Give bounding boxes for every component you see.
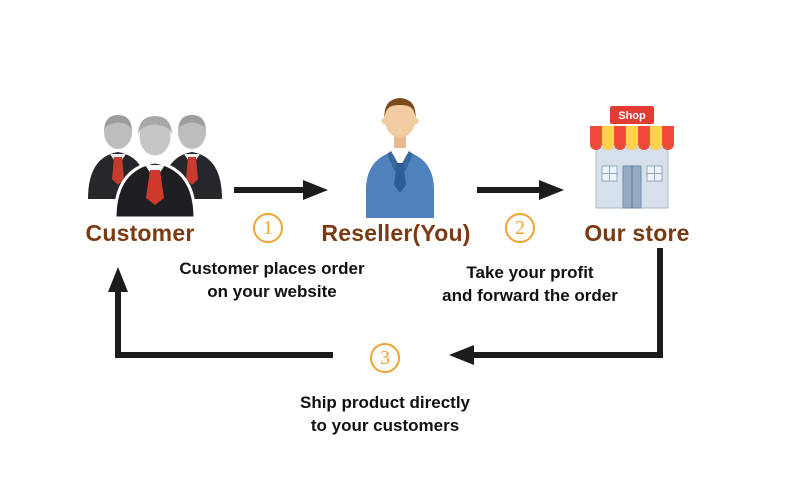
reseller-icon [355,90,445,223]
step1-number: 1 [253,213,283,243]
step2-caption: Take your profit and forward the order [420,262,640,308]
return-path-left-horizontal [115,352,333,358]
step2-caption-line1: Take your profit [466,263,594,282]
shop-sign [610,106,654,124]
return-path-left-vertical [115,291,121,358]
person-front-icon [113,113,197,220]
step3-caption-line2: to your customers [310,415,460,435]
step1-caption-line2: on your website [207,281,337,301]
customer-label: Customer [85,220,195,246]
reseller-label: Reseller(You) [321,220,471,246]
shop-sign-text: Shop [618,110,646,122]
step3-caption: Ship product directly to your customers [265,392,505,438]
step2-caption-line2: and forward the order [442,285,618,305]
arrow-step1-line [234,187,304,193]
arrow-step2-head [539,180,564,200]
person-back-left-icon [88,115,148,199]
return-path-right-horizontal [474,352,663,358]
step3-number: 3 [370,343,400,373]
customer-group-icon [80,95,230,225]
step2-number: 2 [505,213,535,243]
step1-caption: Customer places order on your website [157,258,387,304]
step1-caption-line1: Customer places order [179,259,365,278]
store-icon: Shop [583,106,681,219]
return-path-left-arrowhead [449,345,474,365]
awning [590,126,674,150]
return-path-up-arrowhead [108,267,128,292]
arrow-step1-head [303,180,328,200]
store-label: Our store [584,220,690,246]
arrow-step2-line [477,187,539,193]
step3-caption-line1: Ship product directly [299,393,471,412]
return-path-right-vertical [657,248,663,358]
